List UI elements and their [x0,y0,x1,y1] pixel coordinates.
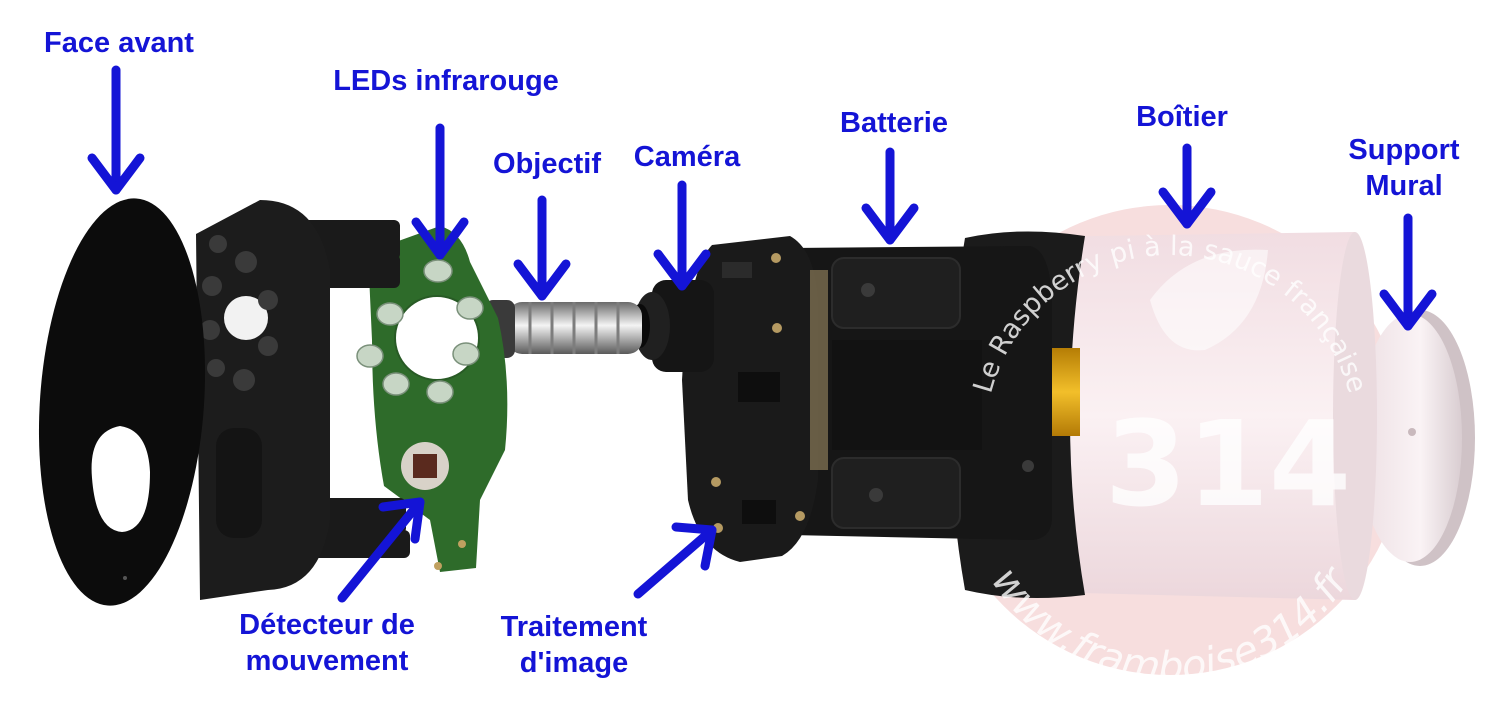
label-traitement-line1: Traitement [501,611,648,643]
lens-part [485,300,642,358]
label-boitier: Boîtier [1136,101,1228,133]
battery-part [790,246,1052,540]
down-arrow-icon [1379,213,1437,331]
diagonal-arrow-icon [633,522,717,599]
label-support-line1: Support [1348,134,1459,166]
label-leds-infrarouge: LEDs infrarouge [333,65,559,97]
label-support-line2: Mural [1365,170,1442,202]
arrows [87,65,1437,603]
label-face-avant: Face avant [44,27,194,59]
raspberry-leaf-icon [1150,249,1268,351]
down-arrow-icon [653,180,711,291]
label-detecteur-line1: Détecteur de [239,609,415,641]
label-batterie: Batterie [840,107,948,139]
led-pcb-part [356,226,508,572]
down-arrow-icon [1158,143,1216,229]
label-traitement-line2: d'image [520,647,628,679]
labels: Face avant LEDs infrarouge Objectif Camé… [44,27,1460,679]
label-objectif: Objectif [493,148,601,180]
camera-module-part [630,280,714,372]
down-arrow-icon [513,195,571,301]
down-arrow-icon [861,147,919,245]
front-face-part [38,198,206,606]
down-arrow-icon [87,65,145,195]
label-detecteur-line2: mouvement [246,645,409,677]
wall-mount-part [1358,310,1475,566]
diagonal-arrow-icon [337,497,425,603]
down-arrow-icon [411,123,469,260]
watermark-number: 314 [1105,395,1351,533]
frame-part [196,200,410,600]
processing-board-part [682,236,828,562]
label-camera: Caméra [634,141,741,173]
